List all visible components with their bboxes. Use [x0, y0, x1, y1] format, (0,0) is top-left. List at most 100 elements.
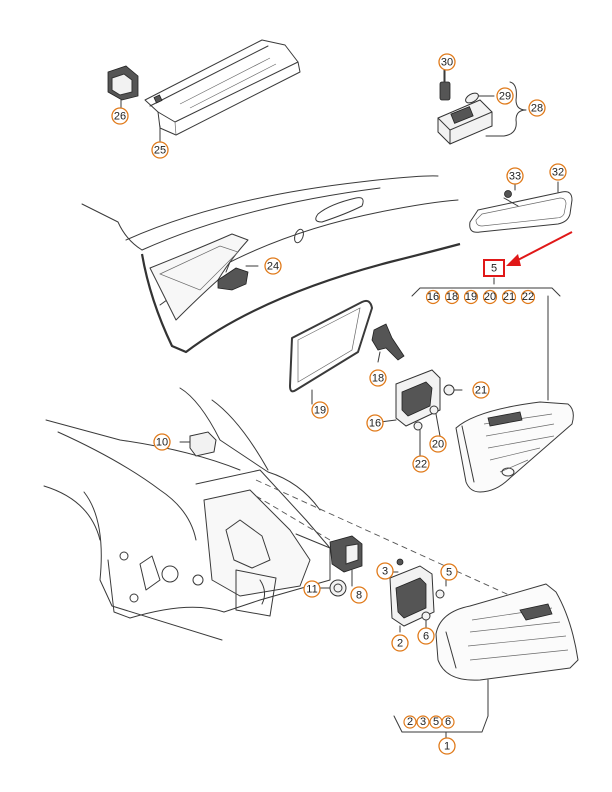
callout-number: 33 — [509, 171, 521, 183]
svg-text:3: 3 — [420, 716, 426, 728]
callout-number: 21 — [475, 385, 487, 397]
outer-tail-light-components — [389, 558, 447, 633]
callout-number: 3 — [382, 566, 388, 578]
group-item: 16 — [425, 289, 441, 305]
callout-number: 10 — [156, 437, 168, 449]
callout-number: 25 — [154, 145, 166, 157]
callout-number: 2 — [397, 638, 403, 650]
callout-30: 30 — [438, 53, 456, 71]
callout-number: 5 — [446, 567, 452, 579]
callout-16: 16 — [366, 414, 384, 432]
svg-text:19: 19 — [465, 291, 477, 303]
callout-10: 10 — [153, 433, 171, 451]
callout-26: 26 — [111, 107, 129, 125]
callout-28: 28 — [528, 99, 546, 117]
callout-ring — [412, 455, 430, 473]
callout-ring — [472, 381, 490, 399]
group-item: 2 — [403, 715, 417, 729]
tail-light-seal — [289, 299, 373, 405]
svg-text:2: 2 — [407, 716, 413, 728]
svg-text:16: 16 — [427, 291, 439, 303]
third-brake-light-assembly — [144, 39, 301, 136]
callout-number: 19 — [314, 405, 326, 417]
callout-ring — [369, 369, 387, 387]
rear-reflector — [469, 179, 573, 233]
callout-22: 22 — [412, 455, 430, 473]
group-bracket-inner — [411, 277, 561, 401]
callout-29: 29 — [496, 87, 514, 105]
callout-number: 24 — [267, 261, 279, 273]
group-item: 19 — [463, 289, 479, 305]
callout-2: 2 — [391, 634, 409, 652]
group-list-outer: 2 3 5 6 — [403, 715, 455, 729]
group-item: 21 — [501, 289, 517, 305]
callout-18: 18 — [369, 369, 387, 387]
callout-8: 8 — [350, 586, 368, 604]
callout-ring — [303, 580, 321, 598]
svg-text:5: 5 — [433, 716, 439, 728]
callout-number: 20 — [432, 439, 444, 451]
callout-6: 6 — [417, 627, 435, 645]
group-item: 20 — [482, 289, 498, 305]
callout-20: 20 — [429, 435, 447, 453]
license-plate-light-assembly — [437, 69, 527, 145]
inner-tail-light-housing — [455, 401, 574, 493]
callout-number: 8 — [356, 590, 362, 602]
callout-21: 21 — [472, 381, 490, 399]
callout-ring — [438, 737, 456, 755]
grommet — [321, 579, 347, 597]
group-bracket-outer — [393, 679, 489, 739]
callout-number: 18 — [372, 373, 384, 385]
callout-ring — [528, 99, 546, 117]
callout-number: 1 — [444, 741, 450, 753]
callout-number: 28 — [531, 103, 543, 115]
switch-part — [179, 431, 217, 457]
callout-24: 24 — [264, 257, 282, 275]
svg-text:6: 6 — [445, 716, 451, 728]
callout-32: 32 — [549, 163, 567, 181]
callout-ring — [376, 562, 394, 580]
callout-ring — [366, 414, 384, 432]
callout-ring — [264, 257, 282, 275]
callout-33: 33 — [506, 167, 524, 185]
callout-number: 22 — [415, 459, 427, 471]
quarter-panel-outline — [43, 387, 521, 641]
brake-light-bracket — [107, 65, 139, 109]
highlight-label: 5 — [491, 263, 497, 275]
callout-ring — [153, 433, 171, 451]
callout-number: 6 — [423, 631, 429, 643]
callout-1: 1 — [438, 737, 456, 755]
callout-11: 11 — [303, 580, 321, 598]
callout-ring — [311, 401, 329, 419]
callout-ring — [391, 634, 409, 652]
callout-25: 25 — [151, 141, 169, 159]
callout-number: 32 — [552, 167, 564, 179]
highlight-part-5: 5 — [483, 231, 573, 277]
callout-ring — [429, 435, 447, 453]
callout-number: 11 — [306, 584, 317, 596]
inner-tail-light-components — [371, 323, 463, 457]
callout-ring — [350, 586, 368, 604]
trunk-lid-outline — [81, 175, 461, 354]
callout-19: 19 — [311, 401, 329, 419]
callout-ring — [506, 167, 524, 185]
group-list-inner: 16 18 19 20 21 22 — [425, 289, 536, 305]
svg-text:20: 20 — [484, 291, 496, 303]
callout-ring — [111, 107, 129, 125]
callout-number: 16 — [369, 418, 381, 430]
svg-text:22: 22 — [522, 291, 534, 303]
wiring-connector — [295, 533, 363, 573]
callout-ring — [417, 627, 435, 645]
group-item: 22 — [520, 289, 536, 305]
callout-5: 5 — [440, 563, 458, 581]
callout-ring — [438, 53, 456, 71]
outer-tail-light-housing — [435, 583, 579, 681]
callout-ring — [549, 163, 567, 181]
callout-number: 29 — [499, 91, 511, 103]
callout-number: 26 — [114, 111, 126, 123]
callout-ring — [151, 141, 169, 159]
group-item: 3 — [416, 715, 430, 729]
callout-3: 3 — [376, 562, 394, 580]
callout-number: 30 — [441, 57, 453, 69]
